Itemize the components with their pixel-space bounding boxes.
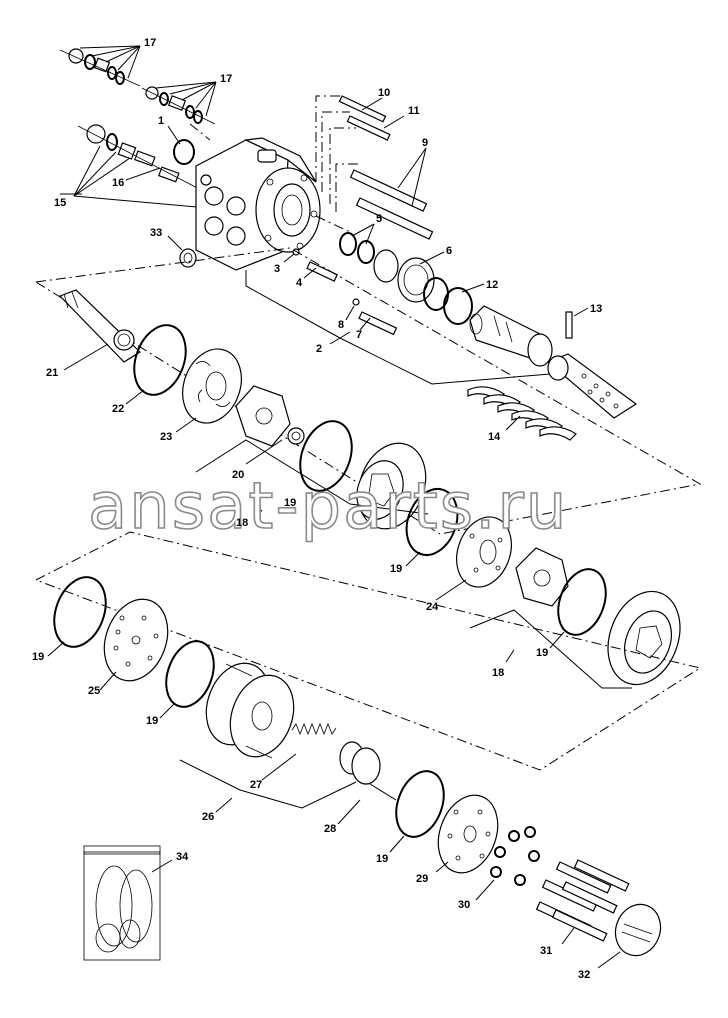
callout-labels: 17 17 1 10 11 9 15 16 33 5 3 4 6 12 13 8… bbox=[32, 37, 602, 981]
seal-ring-22 bbox=[133, 324, 187, 396]
pins-8-7 bbox=[345, 298, 398, 336]
dashed-frames-upper bbox=[315, 95, 360, 233]
callout-26: 26 bbox=[202, 811, 214, 823]
bolts-31 bbox=[535, 859, 630, 945]
callout-1: 1 bbox=[158, 115, 164, 127]
piston-28 bbox=[337, 741, 397, 825]
callout-4: 4 bbox=[296, 277, 303, 289]
callout-20: 20 bbox=[232, 469, 244, 481]
pin-13 bbox=[565, 307, 589, 339]
washer-6 bbox=[373, 249, 445, 303]
callout-10: 10 bbox=[378, 87, 390, 99]
callout-15: 15 bbox=[54, 197, 66, 209]
bracket-18-lower bbox=[469, 609, 632, 689]
callout-2: 2 bbox=[316, 343, 322, 355]
callout-6: 6 bbox=[446, 245, 452, 257]
callout-19-a: 19 bbox=[284, 497, 296, 509]
plate-24 bbox=[435, 516, 512, 601]
valve-stack-17-second bbox=[141, 86, 216, 125]
watermark: ansat-parts.ru bbox=[88, 470, 568, 544]
callout-19-d: 19 bbox=[32, 651, 44, 663]
callout-19-f: 19 bbox=[376, 853, 388, 865]
valve-stack-17-top bbox=[59, 48, 141, 87]
callout-27: 27 bbox=[250, 779, 262, 791]
callout-9: 9 bbox=[422, 137, 428, 149]
callout-30: 30 bbox=[458, 899, 470, 911]
end-cover-29 bbox=[435, 794, 499, 874]
seal-ring-19-d bbox=[53, 576, 107, 648]
callout-28: 28 bbox=[324, 823, 336, 835]
springs-14 bbox=[467, 386, 577, 441]
callout-3: 3 bbox=[274, 263, 280, 275]
callout-11: 11 bbox=[408, 105, 420, 117]
callout-18-a: 18 bbox=[236, 517, 248, 529]
washers-30 bbox=[475, 826, 540, 901]
callout-23: 23 bbox=[160, 431, 172, 443]
seal-kit-34 bbox=[83, 845, 173, 961]
seal-rings-5 bbox=[339, 223, 375, 264]
callout-17-a: 17 bbox=[144, 37, 156, 49]
callout-14: 14 bbox=[488, 431, 501, 443]
callout-12: 12 bbox=[486, 279, 498, 291]
callout-18-b: 18 bbox=[492, 667, 504, 679]
callout-5: 5 bbox=[376, 213, 382, 225]
seal-ring-19-c bbox=[557, 568, 607, 636]
callout-33: 33 bbox=[150, 227, 162, 239]
seal-ring-1 bbox=[173, 139, 195, 165]
leader-lines bbox=[60, 45, 217, 209]
lower-assembly-boundary bbox=[35, 531, 702, 771]
seal-ring-19-f bbox=[395, 770, 445, 838]
pins-3-4 bbox=[283, 248, 338, 282]
callout-25: 25 bbox=[88, 685, 100, 697]
pins-10-11 bbox=[338, 95, 405, 141]
callout-34: 34 bbox=[176, 851, 189, 863]
upper-assembly-boundary bbox=[35, 247, 702, 535]
callout-19-b: 19 bbox=[390, 563, 402, 575]
housing-26 bbox=[205, 662, 295, 759]
bracket-26 bbox=[179, 759, 357, 809]
rings-12 bbox=[423, 277, 485, 325]
seal-ring-19-a bbox=[299, 420, 353, 492]
callout-21: 21 bbox=[46, 367, 58, 379]
callout-17-b: 17 bbox=[220, 73, 232, 85]
callout-19-e: 19 bbox=[146, 715, 158, 727]
callout-8: 8 bbox=[338, 319, 344, 331]
rotor-lower bbox=[515, 547, 569, 607]
callout-32: 32 bbox=[578, 969, 590, 981]
callout-19-c: 19 bbox=[536, 647, 548, 659]
name-plate-32 bbox=[597, 903, 662, 969]
rods-9 bbox=[349, 147, 434, 240]
drive-shaft-21 bbox=[58, 289, 141, 371]
rotor-20 bbox=[235, 385, 305, 465]
spool bbox=[469, 305, 553, 367]
valve-stack-15-16 bbox=[77, 124, 206, 193]
callout-7: 7 bbox=[356, 329, 362, 341]
plate-23 bbox=[175, 348, 242, 433]
callout-13: 13 bbox=[590, 303, 602, 315]
seal-ring-19-b bbox=[405, 488, 459, 556]
sleeve bbox=[546, 353, 638, 419]
valve-plate-25 bbox=[99, 598, 169, 691]
gerotor-18-lower bbox=[607, 590, 681, 686]
spring-27 bbox=[261, 722, 337, 781]
callout-31: 31 bbox=[540, 945, 552, 957]
callout-22: 22 bbox=[112, 403, 124, 415]
bracket-18-upper bbox=[195, 439, 429, 515]
callout-16: 16 bbox=[112, 177, 124, 189]
valve-housing bbox=[195, 137, 321, 271]
callout-24: 24 bbox=[426, 601, 439, 613]
seal-ring-19-e bbox=[165, 640, 215, 708]
callout-29: 29 bbox=[416, 873, 428, 885]
